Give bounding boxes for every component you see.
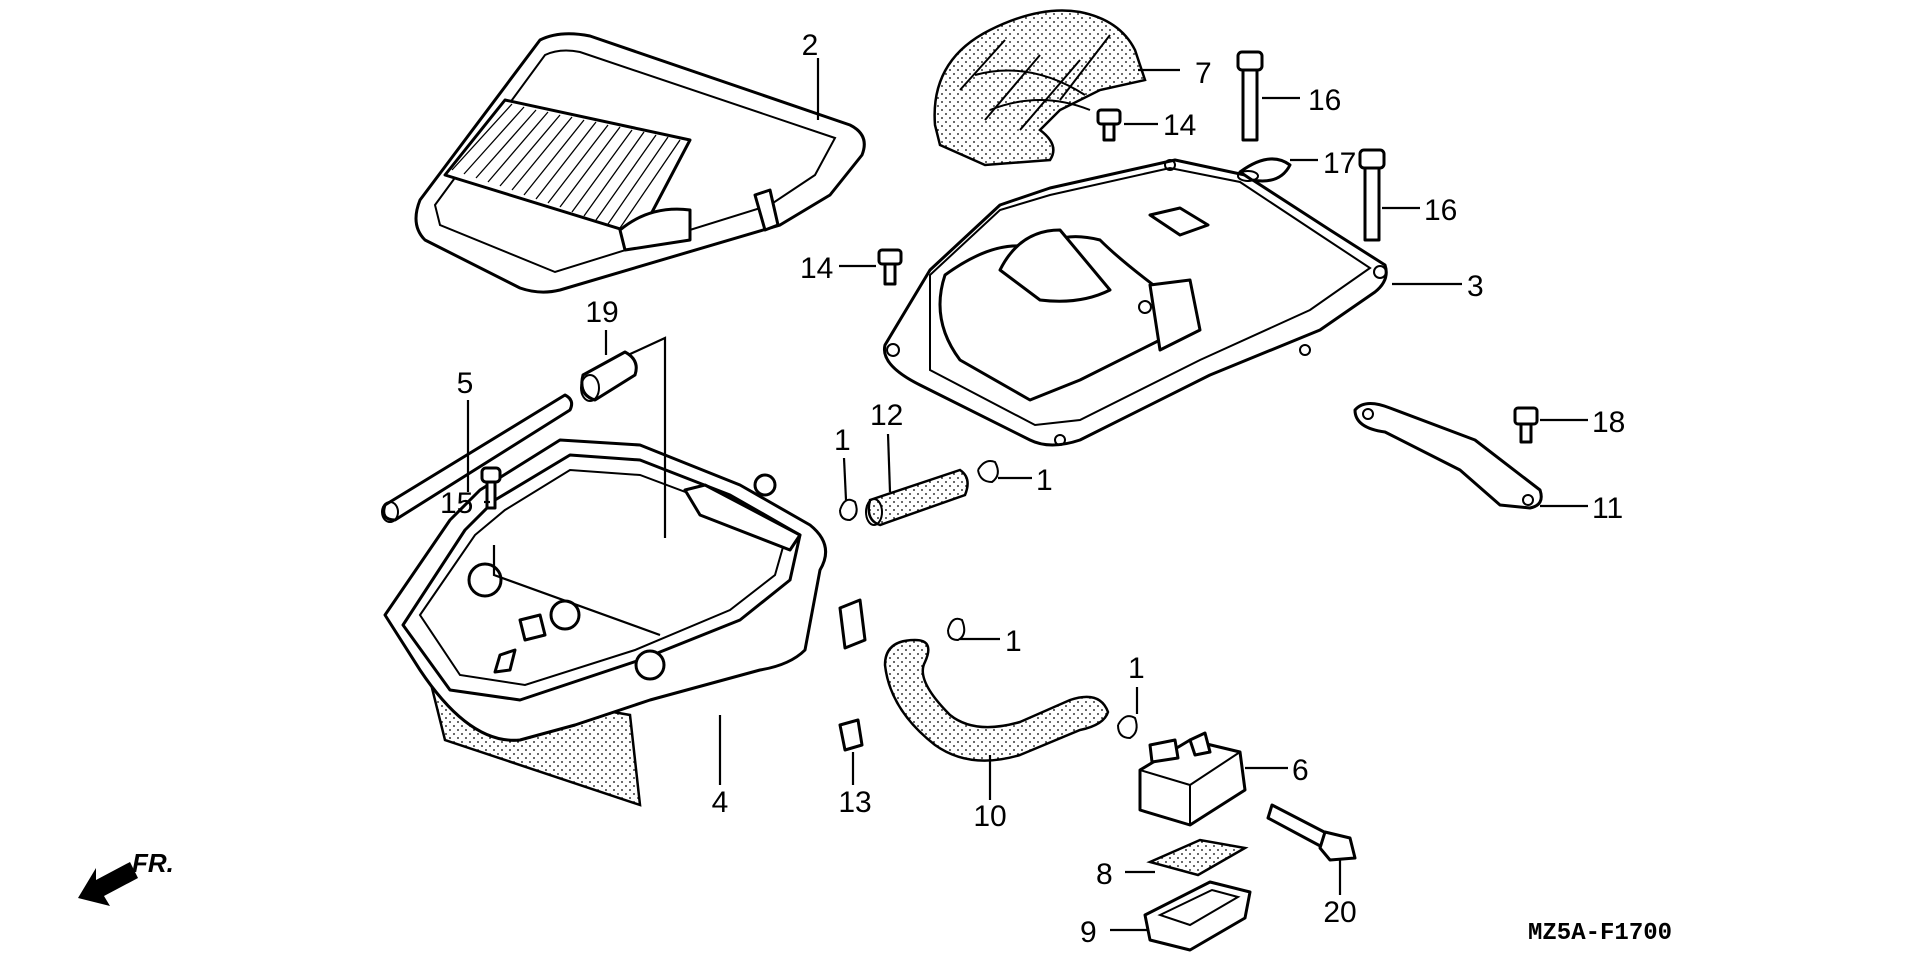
callout-12: 12 xyxy=(870,399,903,432)
intake-duct-part xyxy=(933,9,1147,167)
screw-part-15 xyxy=(480,466,502,510)
bolt-part-14-upper xyxy=(1096,108,1122,142)
stay-bracket-part xyxy=(1353,402,1543,510)
breather-hose-part xyxy=(883,638,1110,762)
connecting-hose-part xyxy=(865,468,969,527)
callout-1-a: 1 xyxy=(834,424,851,457)
bolt-part-18 xyxy=(1513,406,1539,444)
clamp-part-17 xyxy=(1237,157,1292,183)
bolt-part-16-upper xyxy=(1236,50,1264,142)
air-cleaner-housing-upper-part xyxy=(882,158,1388,447)
drain-tube-part xyxy=(381,393,574,523)
sleeve-part xyxy=(580,350,638,402)
bolt-part-16-lower xyxy=(1358,148,1386,242)
callout-1-c: 1 xyxy=(1005,625,1022,658)
callout-13: 13 xyxy=(838,786,871,819)
callout-7: 7 xyxy=(1195,57,1212,90)
hose-clamp-part-c xyxy=(947,617,966,642)
callout-labels: 2 7 14 16 17 16 3 14 19 5 15 1 12 1 18 1… xyxy=(440,29,1625,949)
callout-2: 2 xyxy=(802,29,819,62)
callout-20: 20 xyxy=(1323,896,1356,929)
callout-14-upper: 14 xyxy=(1163,109,1196,142)
sensor-part xyxy=(1138,731,1247,827)
air-cleaner-case-lower-part xyxy=(383,438,867,807)
callout-17: 17 xyxy=(1323,147,1356,180)
clip-part xyxy=(838,718,864,752)
bolt-part-14-left xyxy=(877,248,903,286)
callout-1-d: 1 xyxy=(1128,652,1145,685)
diagram-code: MZ5A-F1700 xyxy=(1528,920,1672,947)
callout-9: 9 xyxy=(1080,916,1097,949)
callout-1-b: 1 xyxy=(1036,464,1053,497)
callout-18: 18 xyxy=(1592,406,1625,439)
callout-14-left: 14 xyxy=(800,252,833,285)
front-arrow-icon xyxy=(78,862,138,906)
callout-4: 4 xyxy=(712,786,729,819)
callout-16-lower: 16 xyxy=(1424,194,1457,227)
sensor-cover-part xyxy=(1143,880,1252,952)
callout-6: 6 xyxy=(1292,754,1309,787)
hose-clamp-part-b xyxy=(977,460,999,484)
front-direction-indicator: FR. xyxy=(78,848,174,906)
callout-10: 10 xyxy=(973,800,1006,833)
callout-8: 8 xyxy=(1096,858,1113,891)
front-label: FR. xyxy=(132,848,174,878)
callout-11: 11 xyxy=(1592,492,1623,525)
callout-3: 3 xyxy=(1467,270,1484,303)
hose-clamp-part-d xyxy=(1117,715,1138,740)
callout-5: 5 xyxy=(457,367,474,400)
leader-lines xyxy=(466,58,1588,932)
callout-15: 15 xyxy=(440,487,473,520)
callout-16-upper: 16 xyxy=(1308,84,1341,117)
gasket-part xyxy=(1146,838,1249,877)
hose-clamp-part-a xyxy=(839,498,858,522)
air-cleaner-cover-part xyxy=(414,32,866,294)
bolt-part-20 xyxy=(1266,803,1357,862)
callout-19: 19 xyxy=(585,296,618,329)
